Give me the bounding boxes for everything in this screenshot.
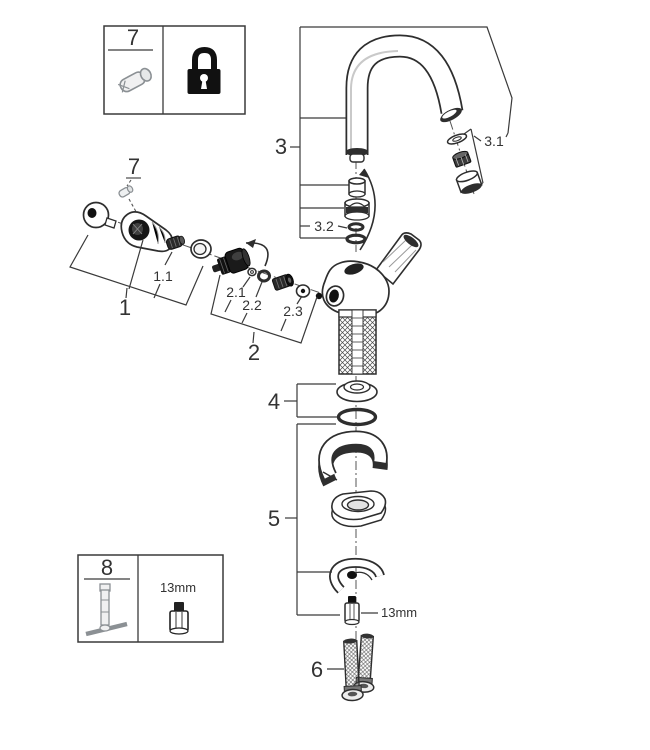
aerator-insert (452, 150, 472, 168)
handle-cap (82, 201, 117, 229)
group-1-bracket (69, 234, 204, 306)
group-4-bracket (284, 383, 337, 418)
handle-insert (165, 235, 186, 250)
label-group-4: 4 (268, 389, 280, 414)
horseshoe-gasket (318, 430, 388, 487)
label-screw-callout: 7 (128, 154, 140, 179)
aerator-housing (455, 170, 483, 194)
lock-icon (187, 46, 221, 94)
label-group-2-3: 2.3 (283, 303, 303, 319)
label-box7-number: 7 (127, 25, 139, 50)
supply-hoses (341, 633, 375, 702)
mousseur (344, 198, 370, 221)
body-shank (338, 309, 377, 375)
base-flange (336, 380, 378, 403)
mounting-clamp (329, 557, 385, 594)
label-group-1-1: 1.1 (153, 268, 173, 284)
grub-screw-thumbnail (117, 67, 152, 93)
spout-sleeve (348, 177, 366, 198)
label-group-2: 2 (248, 340, 260, 365)
spout (345, 34, 464, 163)
label-box8-number: 8 (101, 555, 113, 580)
label-wrench-size-box8: 13mm (160, 580, 196, 595)
handle (120, 211, 174, 253)
cartridge (212, 247, 251, 275)
label-wrench-size-main: 13mm (381, 605, 417, 620)
o-ring-small (257, 269, 271, 283)
label-group-3-1: 3.1 (484, 133, 504, 149)
faucet-body (321, 232, 422, 318)
label-group-1: 1 (119, 295, 131, 320)
label-group-6: 6 (311, 657, 323, 682)
swivel-arrow (359, 168, 376, 251)
label-group-2-2: 2.2 (242, 297, 262, 313)
washer-2-3 (295, 284, 311, 298)
trim-ring (190, 239, 212, 259)
label-group-5: 5 (268, 506, 280, 531)
o-ring-3-2a (347, 222, 365, 232)
legend-box-8: 8 13mm (77, 554, 224, 643)
socket-tool (85, 583, 128, 637)
group-2-bracket (210, 274, 318, 344)
aerator-washer (446, 133, 468, 145)
label-group-3: 3 (275, 134, 287, 159)
group-5-bracket (285, 423, 340, 616)
hex-nut-thumbnail (169, 602, 189, 635)
handle-screw (118, 185, 134, 198)
label-group-2-1: 2.1 (226, 284, 246, 300)
spindle (271, 273, 294, 291)
mounting-bolt (344, 596, 360, 626)
o-ring-3-2b (345, 233, 367, 245)
base-o-ring (336, 407, 378, 427)
rotation-arrow (245, 239, 269, 267)
legend-box-7: 7 (103, 25, 246, 115)
group-3-bracket (290, 26, 513, 239)
label-group-3-2: 3.2 (314, 218, 334, 234)
mounting-plate (331, 490, 387, 528)
washer-small (247, 267, 257, 277)
